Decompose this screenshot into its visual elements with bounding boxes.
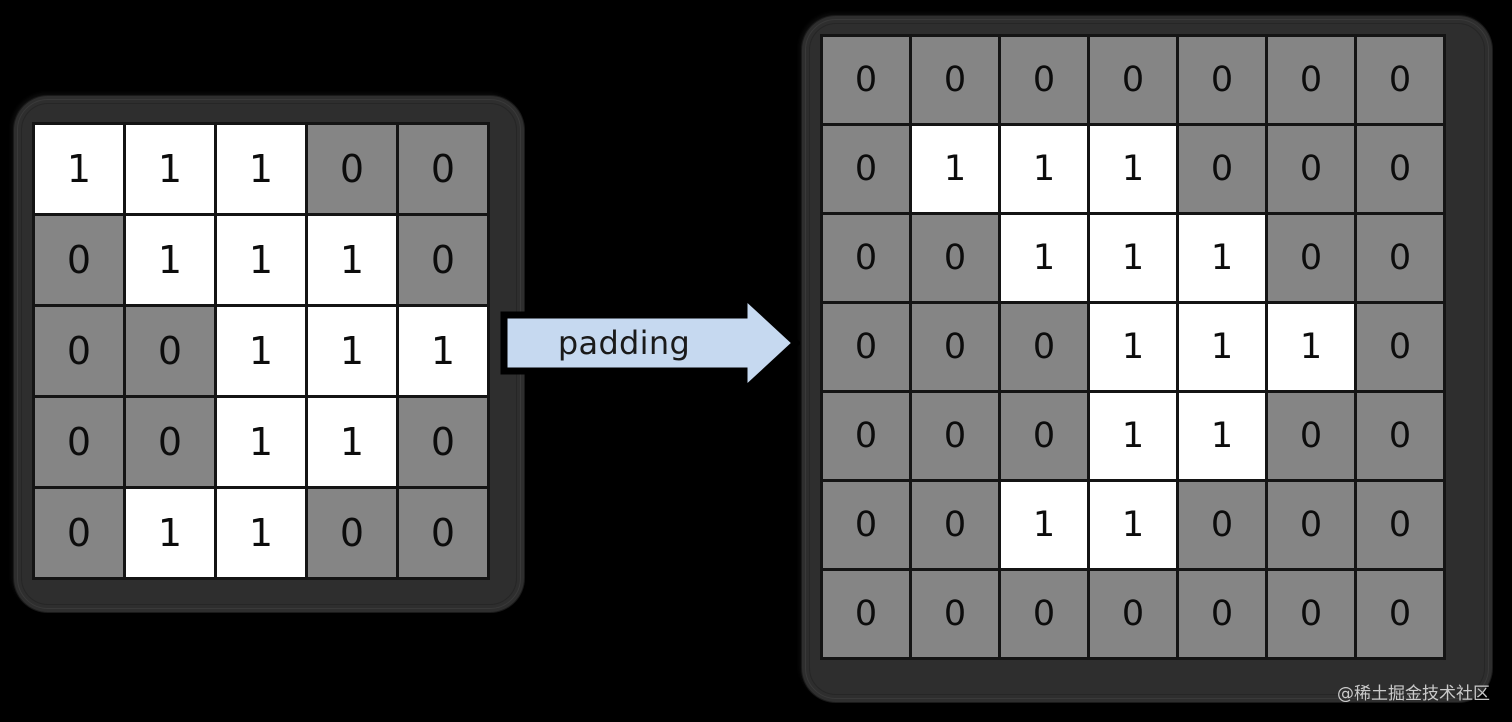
matrix-cell: 1	[1179, 393, 1265, 479]
matrix-cell: 1	[35, 125, 123, 213]
matrix-cell: 0	[126, 398, 214, 486]
matrix-cell: 0	[1179, 482, 1265, 568]
matrix-cell: 0	[399, 398, 487, 486]
matrix-cell: 0	[823, 571, 909, 657]
matrix-cell: 1	[1268, 304, 1354, 390]
matrix-cell: 0	[1357, 304, 1443, 390]
matrix-cell: 0	[823, 37, 909, 123]
matrix-cell: 0	[1357, 126, 1443, 212]
matrix-cell: 0	[912, 215, 998, 301]
matrix-cell: 0	[1179, 126, 1265, 212]
matrix-cell: 1	[1090, 393, 1176, 479]
matrix-cell: 0	[1268, 393, 1354, 479]
matrix-cell: 0	[1357, 393, 1443, 479]
matrix-cell: 0	[1268, 126, 1354, 212]
matrix-cell: 0	[1357, 482, 1443, 568]
matrix-cell: 1	[217, 125, 305, 213]
matrix-cell: 0	[1179, 571, 1265, 657]
watermark-text: @稀土掘金技术社区	[1337, 684, 1490, 704]
matrix-cell: 0	[912, 393, 998, 479]
matrix-cell: 0	[1179, 37, 1265, 123]
matrix-cell: 0	[1357, 215, 1443, 301]
matrix-cell: 0	[399, 489, 487, 577]
matrix-cell: 0	[308, 489, 396, 577]
matrix-cell: 1	[217, 489, 305, 577]
matrix-cell: 0	[35, 398, 123, 486]
matrix-cell: 0	[912, 571, 998, 657]
matrix-cell: 1	[1090, 304, 1176, 390]
matrix-cell: 1	[1090, 126, 1176, 212]
matrix-cell: 0	[823, 304, 909, 390]
matrix-cell: 0	[399, 125, 487, 213]
matrix-cell: 0	[126, 307, 214, 395]
matrix-cell: 0	[823, 215, 909, 301]
matrix-cell: 0	[1268, 215, 1354, 301]
matrix-cell: 0	[912, 37, 998, 123]
matrix-cell: 0	[1090, 37, 1176, 123]
matrix-cell: 1	[308, 307, 396, 395]
matrix-cell: 1	[399, 307, 487, 395]
matrix-cell: 1	[1001, 482, 1087, 568]
matrix-cell: 0	[1268, 482, 1354, 568]
matrix-cell: 1	[217, 307, 305, 395]
padding-arrow-label: padding	[557, 324, 691, 362]
matrix-cell: 0	[399, 216, 487, 304]
matrix-cell: 1	[1090, 482, 1176, 568]
matrix-cell: 1	[126, 216, 214, 304]
matrix-cell: 0	[35, 307, 123, 395]
matrix-cell: 0	[823, 126, 909, 212]
matrix-cell: 1	[1090, 215, 1176, 301]
matrix-cell: 0	[1268, 571, 1354, 657]
matrix-cell: 1	[126, 125, 214, 213]
matrix-cell: 0	[308, 125, 396, 213]
matrix-cell: 0	[1001, 571, 1087, 657]
matrix-cell: 1	[1179, 215, 1265, 301]
matrix-cell: 0	[35, 489, 123, 577]
matrix-cell: 1	[126, 489, 214, 577]
matrix-cell: 1	[1001, 126, 1087, 212]
matrix-cell: 0	[912, 482, 998, 568]
matrix-cell: 1	[1179, 304, 1265, 390]
matrix-cell: 1	[1001, 215, 1087, 301]
padding-arrow	[500, 291, 800, 395]
matrix-cell: 0	[1357, 37, 1443, 123]
matrix-cell: 0	[1357, 571, 1443, 657]
matrix-cell: 1	[217, 216, 305, 304]
matrix-cell: 1	[217, 398, 305, 486]
matrix-cell: 0	[1001, 393, 1087, 479]
matrix-cell: 0	[1090, 571, 1176, 657]
matrix-cell: 1	[308, 398, 396, 486]
matrix-cell: 1	[308, 216, 396, 304]
matrix-cell: 0	[823, 393, 909, 479]
matrix-cell: 0	[823, 482, 909, 568]
matrix-cell: 0	[1001, 304, 1087, 390]
matrix-cell: 1	[912, 126, 998, 212]
matrix-cell: 0	[1268, 37, 1354, 123]
matrix-cell: 0	[912, 304, 998, 390]
matrix-cell: 0	[35, 216, 123, 304]
matrix-cell: 0	[1001, 37, 1087, 123]
